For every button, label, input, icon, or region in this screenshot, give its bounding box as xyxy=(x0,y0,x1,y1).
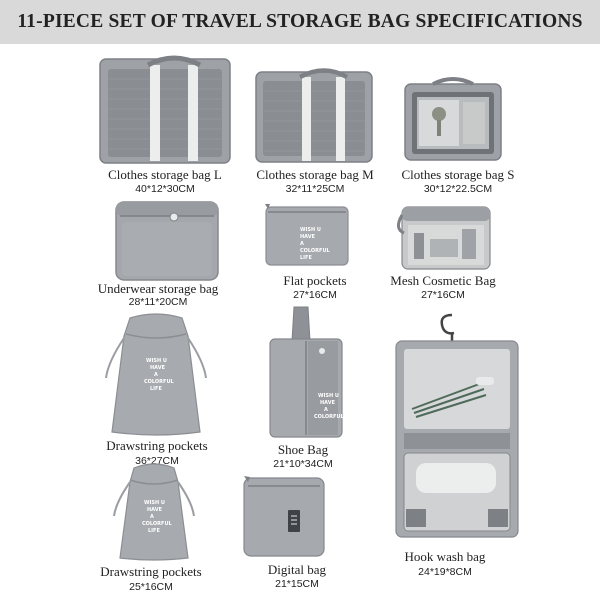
item-clothes-bag-m xyxy=(254,68,374,164)
medium-mesh-packing-cube-icon xyxy=(255,68,373,163)
item-shoe-bag: WISH U HAVE A COLORFUL xyxy=(266,305,346,439)
print-line: A xyxy=(324,407,328,413)
item-label: Mesh Cosmetic Bag xyxy=(390,273,496,288)
item-label: Drawstring pockets xyxy=(106,438,208,453)
item-clothes-bag-s xyxy=(403,77,503,162)
small-drawstring-bag-icon: WISH U HAVE A COLORFUL LIFE xyxy=(113,463,195,561)
header-banner: 11-PIECE SET OF TRAVEL STORAGE BAG SPECI… xyxy=(0,0,600,44)
underwear-pouch-icon xyxy=(115,201,219,281)
print-line: HAVE xyxy=(147,507,163,513)
print-line: WISH U xyxy=(300,227,321,233)
print-line: COLORFUL xyxy=(144,379,175,385)
print-line: LIFE xyxy=(300,255,312,261)
item-underwear-bag xyxy=(114,196,220,282)
item-dimensions: 21*10*34CM xyxy=(273,458,333,470)
print-line: COLORFUL xyxy=(314,414,345,420)
hanging-toiletry-bag-icon xyxy=(395,313,519,538)
print-line: A xyxy=(300,241,304,247)
item-dimensions: 32*11*25CM xyxy=(285,183,345,195)
large-mesh-packing-cube-icon xyxy=(99,55,231,164)
print-line: HAVE xyxy=(320,400,336,406)
digital-zip-pouch-icon xyxy=(243,476,325,557)
item-label: Flat pockets xyxy=(283,273,347,288)
item-label: Drawstring pockets xyxy=(100,564,202,579)
item-drawstring-small: WISH U HAVE A COLORFUL LIFE xyxy=(112,462,196,562)
print-line: A xyxy=(154,372,158,378)
item-hook-wash-bag xyxy=(392,313,522,541)
print-line: LIFE xyxy=(148,528,160,534)
item-label: Shoe Bag xyxy=(277,442,329,457)
item-dimensions: 28*11*20CM xyxy=(128,296,188,308)
print-line: WISH U xyxy=(144,500,165,506)
large-drawstring-bag-icon: WISH U HAVE A COLORFUL LIFE xyxy=(105,313,207,436)
item-dimensions: 27*16CM xyxy=(421,289,465,301)
flat-zip-pocket-icon: WISH U HAVE A COLORFUL LIFE xyxy=(265,204,349,266)
item-mesh-cosmetic-bag xyxy=(394,199,496,273)
item-dimensions: 40*12*30CM xyxy=(135,183,195,195)
item-dimensions: 24*19*8CM xyxy=(418,566,472,578)
item-label: Hook wash bag xyxy=(404,549,486,564)
item-label: Digital bag xyxy=(267,562,327,577)
print-line: COLORFUL xyxy=(142,521,173,527)
item-dimensions: 21*15CM xyxy=(275,578,319,590)
item-clothes-bag-l xyxy=(98,55,232,165)
page-title: 11-PIECE SET OF TRAVEL STORAGE BAG SPECI… xyxy=(17,11,583,32)
item-label: Clothes storage bag S xyxy=(401,167,515,182)
item-label: Underwear storage bag xyxy=(97,281,219,296)
print-line: COLORFUL xyxy=(300,248,331,254)
item-dimensions: 25*16CM xyxy=(129,581,173,593)
item-dimensions: 30*12*22.5CM xyxy=(423,183,493,195)
small-window-packing-cube-icon xyxy=(404,77,502,161)
item-label: Clothes storage bag M xyxy=(256,167,374,182)
item-flat-pocket: WISH U HAVE A COLORFUL LIFE xyxy=(264,201,350,267)
print-line: WISH U xyxy=(318,393,339,399)
item-drawstring-large: WISH U HAVE A COLORFUL LIFE xyxy=(102,312,210,438)
item-digital-bag xyxy=(242,472,326,558)
item-dimensions: 27*16CM xyxy=(293,289,337,301)
print-line: LIFE xyxy=(150,386,162,392)
mesh-cosmetic-bag-icon xyxy=(397,206,491,270)
print-line: A xyxy=(150,514,154,520)
print-line: WISH U xyxy=(146,358,167,364)
item-dimensions: 36*27CM xyxy=(135,455,179,467)
item-label: Clothes storage bag L xyxy=(108,167,222,182)
print-line: HAVE xyxy=(150,365,166,371)
shoe-bag-icon: WISH U HAVE A COLORFUL xyxy=(269,306,345,438)
print-line: HAVE xyxy=(300,234,316,240)
